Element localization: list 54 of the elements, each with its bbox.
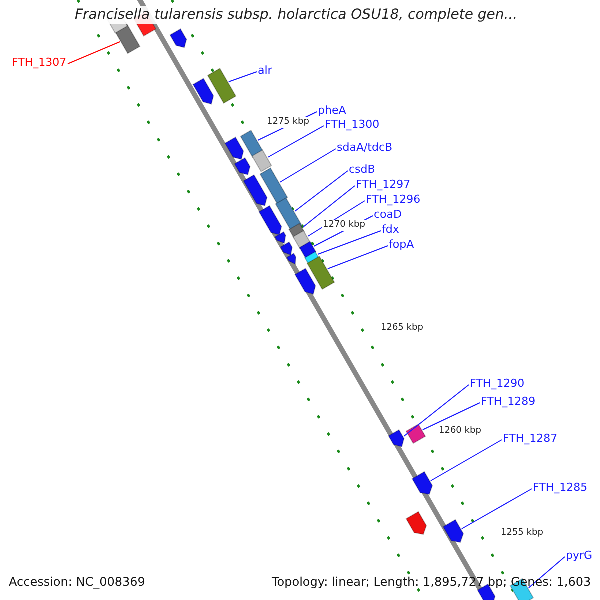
gene-label: sdaA/tdcB [337, 141, 393, 154]
gene-block [224, 136, 244, 160]
tick-label: 1275 kbp [266, 117, 310, 128]
gene-label: FTH_1307 [12, 56, 67, 69]
gene-label: FTH_1297 [356, 178, 411, 191]
gene-block [412, 471, 434, 496]
tick-label: 1265 kbp [380, 323, 424, 334]
gene-label: csdB [349, 163, 376, 176]
gene-label: pheA [318, 104, 346, 117]
leader-line [422, 402, 480, 430]
leader-line [302, 186, 356, 228]
leader-line [268, 126, 324, 158]
gene-block [306, 256, 336, 290]
leader-line [430, 440, 502, 482]
gene-block [170, 28, 188, 48]
gene-block [406, 424, 426, 444]
leader-line [461, 488, 532, 530]
gene-label: alr [258, 64, 272, 77]
leader-line [280, 148, 336, 183]
gene-label: fdx [382, 223, 400, 236]
gene-block [274, 231, 286, 244]
gene-block [286, 252, 296, 266]
leader-line [228, 72, 258, 82]
gene-label: pyrG [566, 549, 593, 562]
leader-line [318, 230, 382, 255]
gene-block [207, 68, 237, 104]
footer-text: Accession: NC_008369 [9, 575, 146, 589]
gene-label: FTH_1290 [470, 377, 525, 390]
gene-block [442, 519, 464, 544]
gene-label: coaD [374, 208, 402, 221]
tick-label: 1260 kbp [438, 426, 482, 437]
gene-block [280, 242, 293, 256]
gene-block [243, 174, 268, 206]
gene-label: FTH_1300 [325, 118, 380, 131]
gene-block [234, 157, 251, 176]
tick-label: 1270 kbp [322, 220, 366, 231]
gene-block [294, 268, 316, 295]
leader-line [68, 42, 121, 64]
gene-label: FTH_1296 [366, 193, 421, 206]
gene-block [406, 511, 428, 536]
leader-line [294, 170, 348, 212]
gene-block [388, 429, 405, 448]
gene-block [192, 78, 214, 105]
tick-label: 1255 kbp [500, 528, 544, 539]
gene-label: fopA [389, 238, 414, 251]
gene-label: FTH_1289 [481, 395, 536, 408]
gene-label: FTH_1287 [503, 432, 558, 445]
gene-label: FTH_1285 [533, 481, 588, 494]
gene-block [260, 168, 288, 204]
gene-block [258, 205, 282, 236]
leader-line [327, 246, 388, 270]
leader-line [404, 384, 470, 437]
gene-block [240, 130, 264, 158]
gene-block [252, 150, 272, 172]
